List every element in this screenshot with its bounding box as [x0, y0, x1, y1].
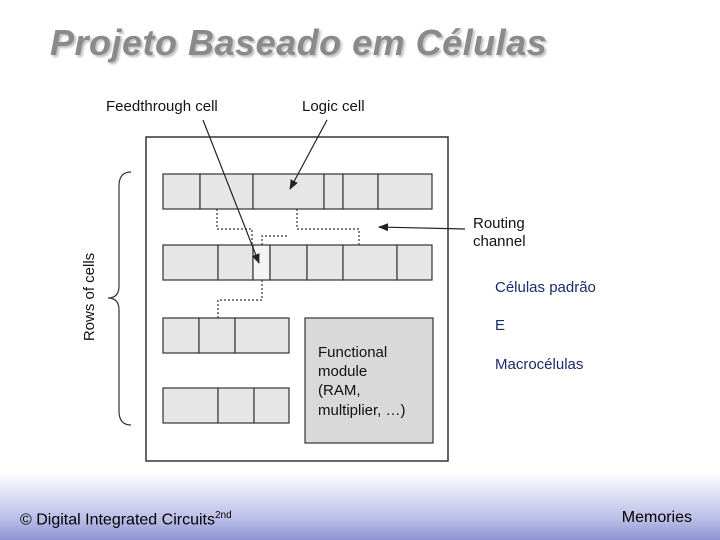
cell [306, 244, 344, 281]
functional-module-line: Functional [318, 344, 387, 361]
functional-module-line: (RAM, [318, 382, 361, 399]
cell [342, 244, 398, 281]
cell [323, 173, 344, 210]
cell [162, 173, 201, 210]
cell [162, 387, 219, 424]
footer-bar [0, 472, 720, 540]
logic-cell-label: Logic cell [302, 98, 365, 115]
standard-cell-diagram: Feedthrough cell Logic cell Routing chan… [81, 98, 526, 462]
cell [342, 173, 379, 210]
cell [217, 387, 255, 424]
cell [396, 244, 433, 281]
cell [234, 317, 290, 354]
routing-channel-label-line1: Routing [473, 215, 525, 232]
side-note-standard-cells: Células padrão [495, 279, 596, 296]
cell [217, 244, 254, 281]
functional-module-line: multiplier, …) [318, 402, 406, 419]
rows-bracket [107, 171, 132, 426]
footer-edition: 2nd [214, 510, 232, 521]
cell [252, 173, 325, 210]
logic-arrow [289, 119, 328, 190]
footer-section: Memories [621, 509, 692, 526]
cell [269, 244, 308, 281]
functional-module-label: Functional module (RAM, multiplier, …) [318, 344, 406, 419]
cell-row-1 [162, 173, 433, 210]
functional-module [304, 317, 434, 444]
feedthrough-cell [252, 244, 271, 281]
cell [162, 317, 200, 354]
cell-row-4 [162, 387, 290, 424]
feedthrough-arrow [202, 119, 260, 264]
routing-channel-label-line2: channel [473, 233, 526, 250]
functional-module-line: module [318, 363, 367, 380]
footer-copyright: © Digital Integrated Circuits2nd [20, 510, 232, 529]
cell [198, 317, 236, 354]
routing-arrow [378, 223, 466, 232]
rows-of-cells-label: Rows of cells [81, 253, 98, 341]
footer-copyright-text: © Digital Integrated Circuits [20, 511, 215, 529]
cell-row-3 [162, 317, 290, 354]
cell [377, 173, 433, 210]
side-note-macrocells: Macrocélulas [495, 356, 584, 373]
side-note-and: E [495, 317, 506, 334]
cell [253, 387, 290, 424]
cell [162, 244, 219, 281]
cell-row-2 [162, 244, 433, 281]
slide-title: Projeto Baseado em Células [50, 22, 548, 63]
routing-wires [216, 209, 360, 318]
feedthrough-cell-label: Feedthrough cell [106, 98, 218, 115]
